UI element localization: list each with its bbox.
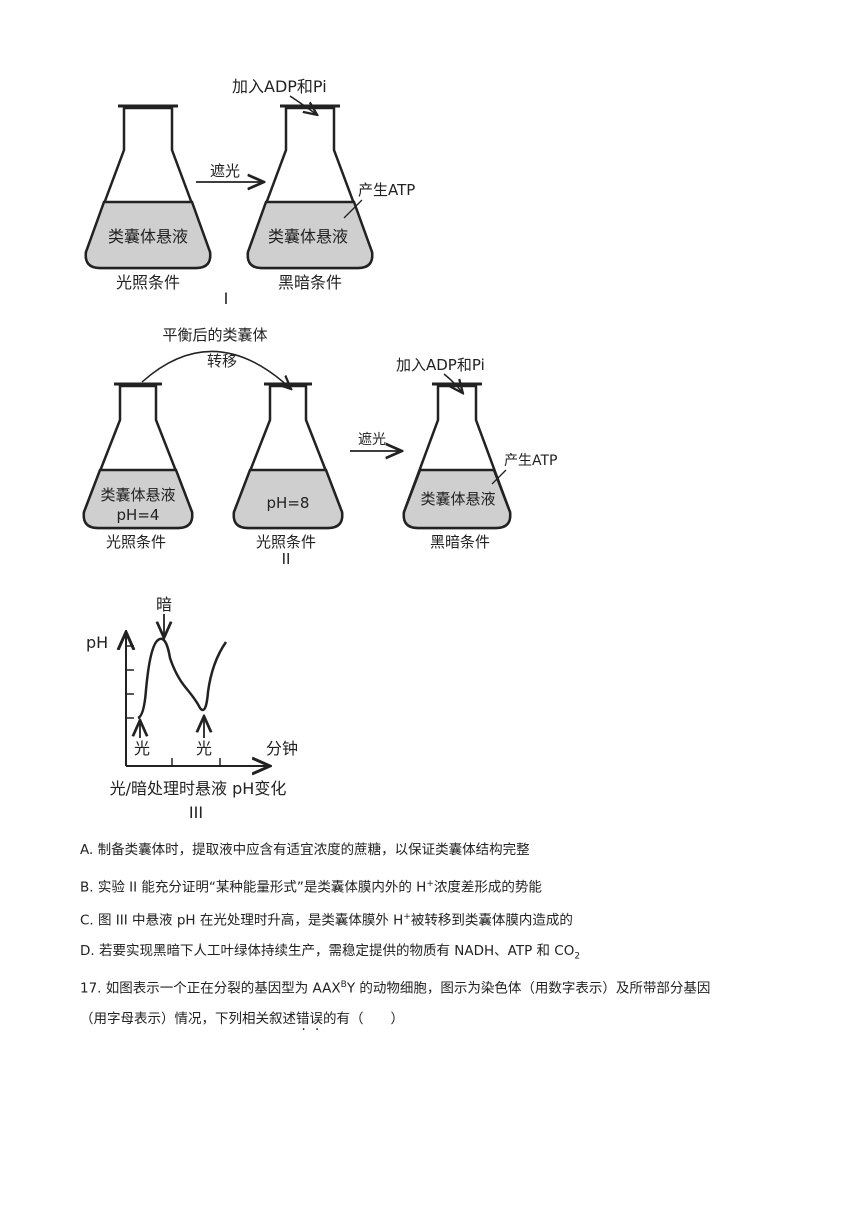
figure-2: 平衡后的类囊体 转移 类囊体悬液 pH=4 光照条件 pH=8 光照条件 II … <box>82 326 557 568</box>
flask2-ph: pH=8 <box>267 494 310 512</box>
x-axis-label: 分钟 <box>266 739 298 758</box>
flask1-label: 类囊体悬液 <box>100 486 175 504</box>
q17-text-2: Y 的动物细胞，图示为染色体（用数字表示）及所带部分基因 <box>346 980 711 997</box>
dark-label: 暗 <box>156 595 172 614</box>
option-b: B. 实验 II 能充分证明“某种能量形式”是类囊体膜内外的 H+浓度差形成的势… <box>80 875 542 897</box>
y-ticks <box>126 645 134 719</box>
flask1-ph: pH=4 <box>117 506 160 524</box>
x-ticks <box>171 758 221 766</box>
option-a-text: A. 制备类囊体时，提取液中应含有适宜浓度的蔗糖，以保证类囊体结构完整 <box>80 842 530 858</box>
question-17-line1: 17. 如图表示一个正在分裂的基因型为 AAXBY 的动物细胞，图示为染色体（用… <box>80 976 800 998</box>
caption-ii-1: 光照条件 <box>106 533 166 551</box>
y-axis-label: pH <box>86 633 108 652</box>
option-b-sup: + <box>426 879 434 889</box>
question-17-line2: （用字母表示）情况，下列相关叙述错误的有（ ） <box>80 1010 800 1028</box>
q17-text-1: 17. 如图表示一个正在分裂的基因型为 AAX <box>80 980 341 997</box>
q17-emphasis-1: 错 <box>296 1011 310 1027</box>
produce-atp-label: 产生ATP <box>358 181 415 199</box>
flask-ph8: pH=8 <box>232 382 344 530</box>
option-c-text: C. 图 III 中悬液 pH 在光处理时升高，是类囊体膜外 H <box>80 912 404 929</box>
flask-left-label: 类囊体悬液 <box>108 227 188 246</box>
figure-1-number: I <box>224 289 229 308</box>
produce-atp-label-ii: 产生ATP <box>504 453 557 469</box>
flask-dark-ii: 类囊体悬液 <box>402 382 512 530</box>
figure-1: 类囊体悬液 光照条件 遮光 类囊体悬液 黑暗条件 加入ADP和Pi 产生ATP … <box>84 77 415 308</box>
option-c: C. 图 III 中悬液 pH 在光处理时升高，是类囊体膜外 H+被转移到类囊体… <box>80 908 573 930</box>
shade-label: 遮光 <box>210 162 240 180</box>
figure-2-number: II <box>282 550 291 568</box>
caption-light: 光照条件 <box>116 273 180 292</box>
caption-dark: 黑暗条件 <box>278 273 342 292</box>
question-17: 17. 如图表示一个正在分裂的基因型为 AAXBY 的动物细胞，图示为染色体（用… <box>80 976 800 1028</box>
option-b-text: B. 实验 II 能充分证明“某种能量形式”是类囊体膜内外的 H <box>80 879 427 896</box>
q17-emphasis-2: 误 <box>310 1011 324 1027</box>
option-d: D. 若要实现黑暗下人工叶绿体持续生产，需稳定提供的物质有 NADH、ATP 和… <box>80 942 580 966</box>
flask-ph4: 类囊体悬液 pH=4 <box>82 382 194 530</box>
flask-right-label: 类囊体悬液 <box>268 227 348 246</box>
experiment-figures: 类囊体悬液 光照条件 遮光 类囊体悬液 黑暗条件 加入ADP和Pi 产生ATP … <box>82 77 557 822</box>
figure-3-number: III <box>189 803 203 822</box>
add-adp-label: 加入ADP和Pi <box>232 77 327 96</box>
add-adp-label-ii: 加入ADP和Pi <box>396 356 485 374</box>
caption-ii-3: 黑暗条件 <box>430 533 490 551</box>
option-d-text: D. 若要实现黑暗下人工叶绿体持续生产，需稳定提供的物质有 NADH、ATP 和… <box>80 943 575 959</box>
transfer-label-2: 转移 <box>207 352 237 370</box>
light-label-2: 光 <box>196 739 212 758</box>
flask-light-condition: 类囊体悬液 <box>84 104 212 270</box>
caption-ii-2: 光照条件 <box>256 533 316 551</box>
shade-label-ii: 遮光 <box>358 432 386 448</box>
light-label-1: 光 <box>134 739 150 758</box>
option-b-text-end: 浓度差形成的势能 <box>433 879 542 896</box>
q17-sup: B <box>340 980 347 990</box>
chart-caption: 光/暗处理时悬液 pH变化 <box>110 779 287 798</box>
flask-dark-condition: 类囊体悬液 <box>246 104 374 270</box>
option-d-sub: 2 <box>574 951 581 962</box>
q17-text-3: （用字母表示）情况，下列相关叙述 <box>80 1010 296 1027</box>
figure-3-ph-chart: 暗 光 光 pH 分钟 光/暗处理时悬液 pH变化 III <box>86 595 298 822</box>
q17-text-4: 的有（ ） <box>323 1010 404 1027</box>
option-a: A. 制备类囊体时，提取液中应含有适宜浓度的蔗糖，以保证类囊体结构完整 <box>80 841 530 859</box>
transfer-label-1: 平衡后的类囊体 <box>162 326 267 344</box>
option-c-sup: + <box>403 912 411 922</box>
flask3-label: 类囊体悬液 <box>420 490 495 508</box>
ph-curve <box>137 637 228 720</box>
option-c-text-end: 被转移到类囊体膜内造成的 <box>410 912 573 929</box>
